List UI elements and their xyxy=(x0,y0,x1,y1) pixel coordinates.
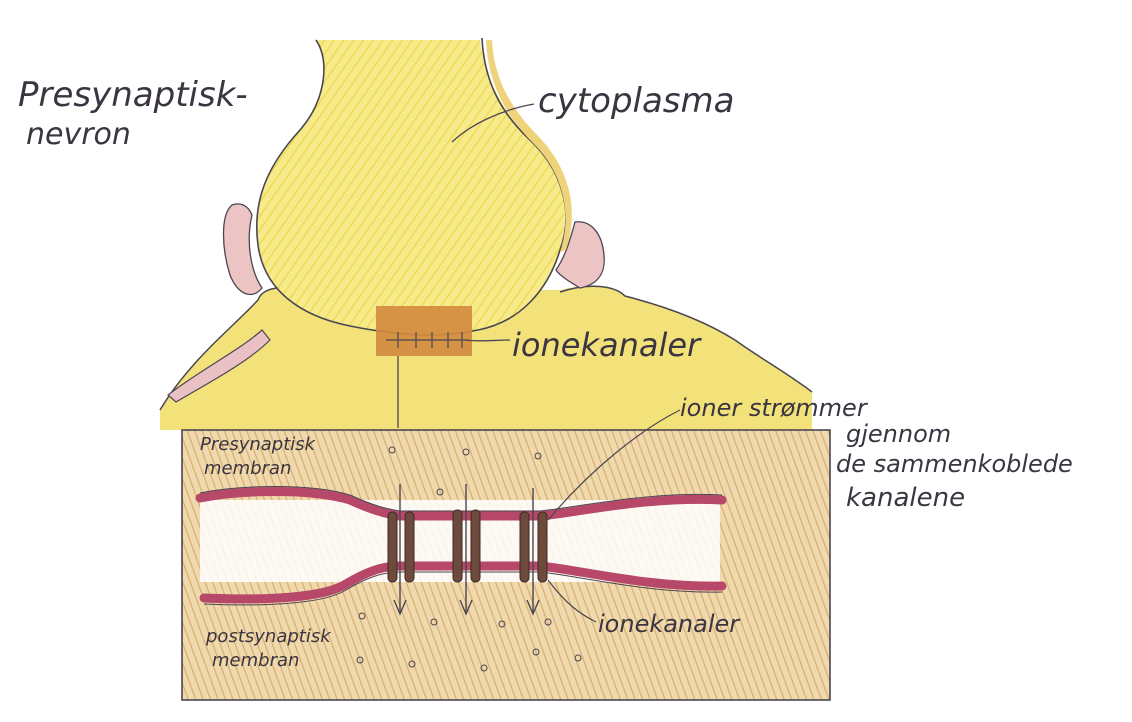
postsynaptic-membrane-label-1: postsynaptisk xyxy=(205,626,332,647)
presynaptic-neuron-label-2: nevron xyxy=(26,117,131,152)
ion-channels-top-leader xyxy=(466,340,510,341)
left-pink-glia xyxy=(224,204,263,295)
cytoplasm-label: cytoplasma xyxy=(538,81,734,121)
ions-flow-label-3: de sammenkoblede xyxy=(836,450,1073,478)
ion-channel-region xyxy=(376,306,472,356)
presynaptic-membrane-label-1: Presynaptisk xyxy=(200,434,317,455)
ions-flow-label-1: ioner strømmer xyxy=(680,394,869,422)
ion-channels-bottom-label: ionekanaler xyxy=(598,610,741,638)
ions-flow-label-2: gjennom xyxy=(846,420,951,448)
ions-flow-label-4: kanalene xyxy=(846,483,965,513)
presynaptic-neuron-label-1: Presynaptisk- xyxy=(18,75,248,115)
presynaptic-membrane-label-2: membran xyxy=(204,458,291,479)
postsynaptic-membrane-label-2: membran xyxy=(212,650,299,671)
ion-channels-top-label: ionekanaler xyxy=(512,326,702,364)
presynaptic-terminal xyxy=(257,40,565,335)
